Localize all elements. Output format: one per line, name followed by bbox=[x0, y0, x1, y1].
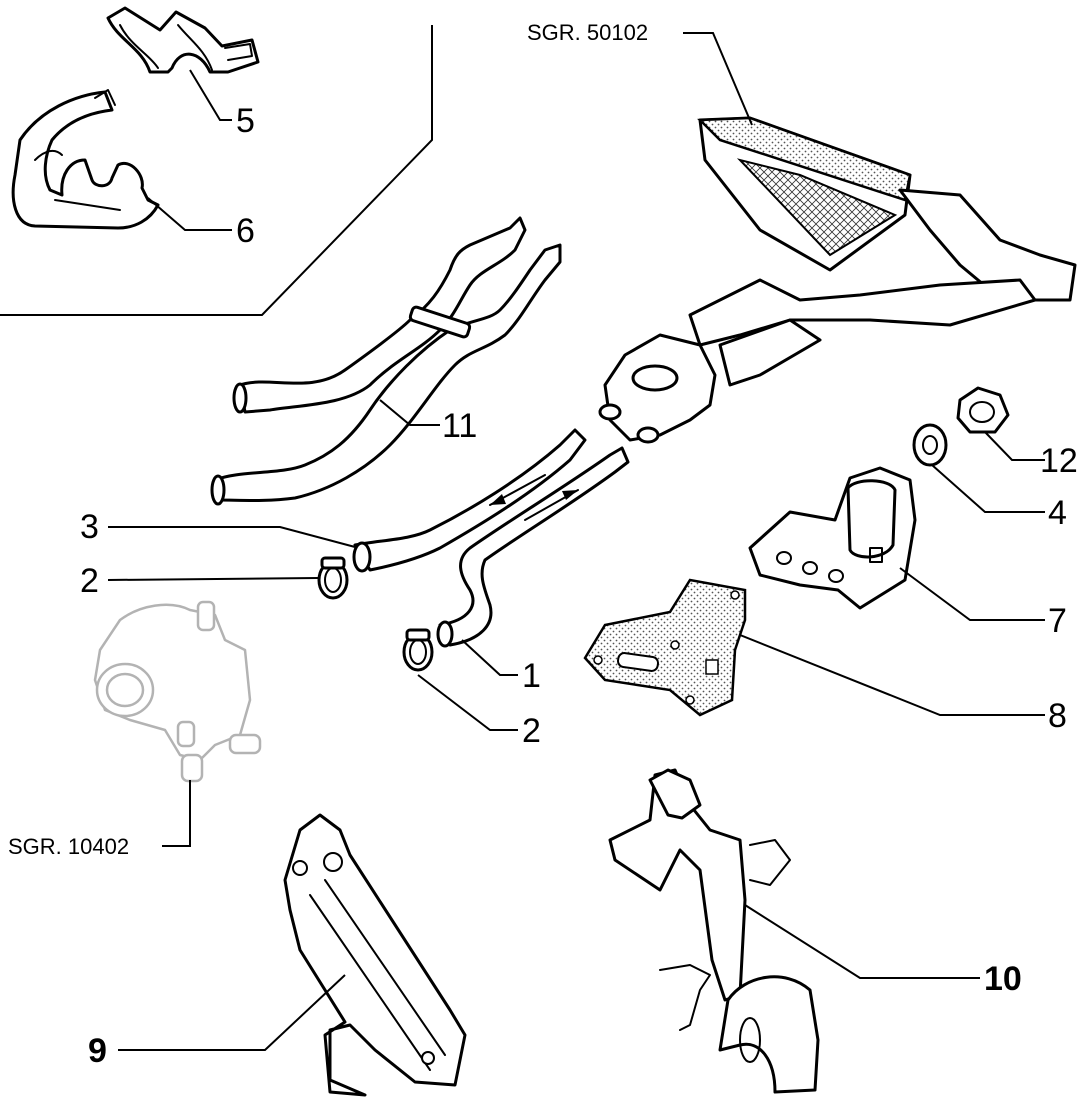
callout-2b: 2 bbox=[522, 712, 541, 750]
callout-7: 7 bbox=[1048, 602, 1067, 640]
ref-top-label: SGR. 50102 bbox=[527, 20, 648, 45]
part-3-hose bbox=[352, 428, 587, 573]
callout-5: 5 bbox=[236, 102, 255, 140]
leader-12 bbox=[984, 431, 1045, 461]
leader-5 bbox=[189, 69, 232, 121]
inset-frame-line bbox=[0, 25, 433, 316]
part-2-hose-clamp-a bbox=[317, 556, 349, 600]
callout-6: 6 bbox=[236, 212, 255, 250]
leader-4 bbox=[931, 464, 1045, 513]
part-1-hose bbox=[436, 446, 630, 648]
callout-4: 4 bbox=[1048, 494, 1067, 532]
part-6-large-clip bbox=[11, 89, 160, 230]
part-2-hose-clamp-b bbox=[402, 628, 434, 672]
leader-10 bbox=[744, 904, 980, 979]
part-9-long-bracket bbox=[283, 813, 467, 1097]
part-7-bracket bbox=[748, 466, 917, 610]
callout-10: 10 bbox=[984, 960, 1022, 998]
thermostat-housing-reference bbox=[93, 600, 262, 783]
callout-12: 12 bbox=[1040, 442, 1078, 480]
part-5-double-clip bbox=[106, 6, 260, 74]
leader-11 bbox=[379, 399, 440, 426]
part-12-nut bbox=[956, 386, 1010, 434]
leader-3 bbox=[108, 526, 356, 548]
callout-9: 9 bbox=[88, 1032, 107, 1070]
callout-3: 3 bbox=[80, 508, 99, 546]
leader-2a bbox=[107, 577, 319, 581]
leader-1 bbox=[461, 639, 518, 676]
callout-11: 11 bbox=[442, 407, 477, 445]
callout-1: 1 bbox=[522, 657, 541, 695]
ref-left-label: SGR. 10402 bbox=[8, 834, 129, 859]
leader-2b bbox=[417, 674, 518, 731]
part-10-clip-bracket bbox=[608, 768, 820, 1094]
callout-8: 8 bbox=[1048, 697, 1067, 735]
leader-9 bbox=[118, 974, 346, 1051]
part-4-washer bbox=[912, 423, 948, 467]
part-8-gasket bbox=[583, 578, 747, 717]
leader-7 bbox=[899, 567, 1045, 621]
part-11-twin-hoses bbox=[210, 216, 562, 506]
heater-core-assembly bbox=[598, 116, 1077, 444]
callout-2a: 2 bbox=[80, 562, 99, 600]
leader-ref-top bbox=[683, 32, 753, 126]
leader-6 bbox=[147, 197, 232, 231]
leader-ref-left bbox=[162, 780, 191, 847]
leader-8 bbox=[739, 634, 1045, 716]
